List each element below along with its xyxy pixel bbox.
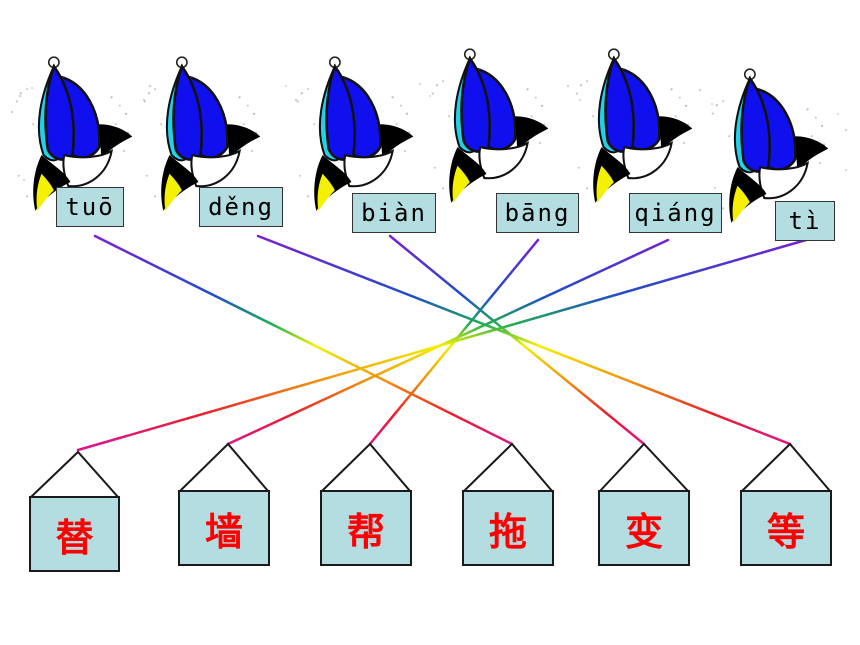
house-roof-6 <box>739 442 833 492</box>
connection-line-1 <box>93 234 514 446</box>
bird-icon-4 <box>430 47 550 205</box>
bird-icon-3 <box>295 55 415 213</box>
house-roof-4 <box>461 442 555 492</box>
house-character-bian[interactable]: 变 <box>598 490 690 566</box>
pinyin-card-deng[interactable]: děng <box>199 187 283 227</box>
bird-icon-5 <box>574 47 694 205</box>
pinyin-card-tuo[interactable]: tuō <box>56 187 124 227</box>
bird-icon-6 <box>710 67 830 225</box>
speckled-cloud-band <box>10 82 848 181</box>
pinyin-card-qiang[interactable]: qiáng <box>629 193 722 233</box>
house-character-tuo[interactable]: 拖 <box>462 490 554 566</box>
connection-lines <box>76 234 808 452</box>
house-roofs <box>28 442 833 498</box>
house-roof-1 <box>28 450 121 498</box>
pinyin-card-bian[interactable]: biàn <box>352 193 436 233</box>
house-character-bang[interactable]: 帮 <box>320 490 412 566</box>
connection-line-6 <box>76 238 808 452</box>
pinyin-card-ti[interactable]: tì <box>775 201 835 241</box>
connection-line-2 <box>256 234 792 446</box>
house-roof-3 <box>319 442 413 492</box>
house-character-ti[interactable]: 替 <box>29 496 120 572</box>
house-character-qiang[interactable]: 墙 <box>178 490 270 566</box>
house-roof-2 <box>177 442 271 492</box>
house-character-deng[interactable]: 等 <box>740 490 832 566</box>
house-roof-5 <box>597 442 691 492</box>
connection-line-3 <box>388 234 646 446</box>
pinyin-card-bang[interactable]: bāng <box>496 193 579 233</box>
